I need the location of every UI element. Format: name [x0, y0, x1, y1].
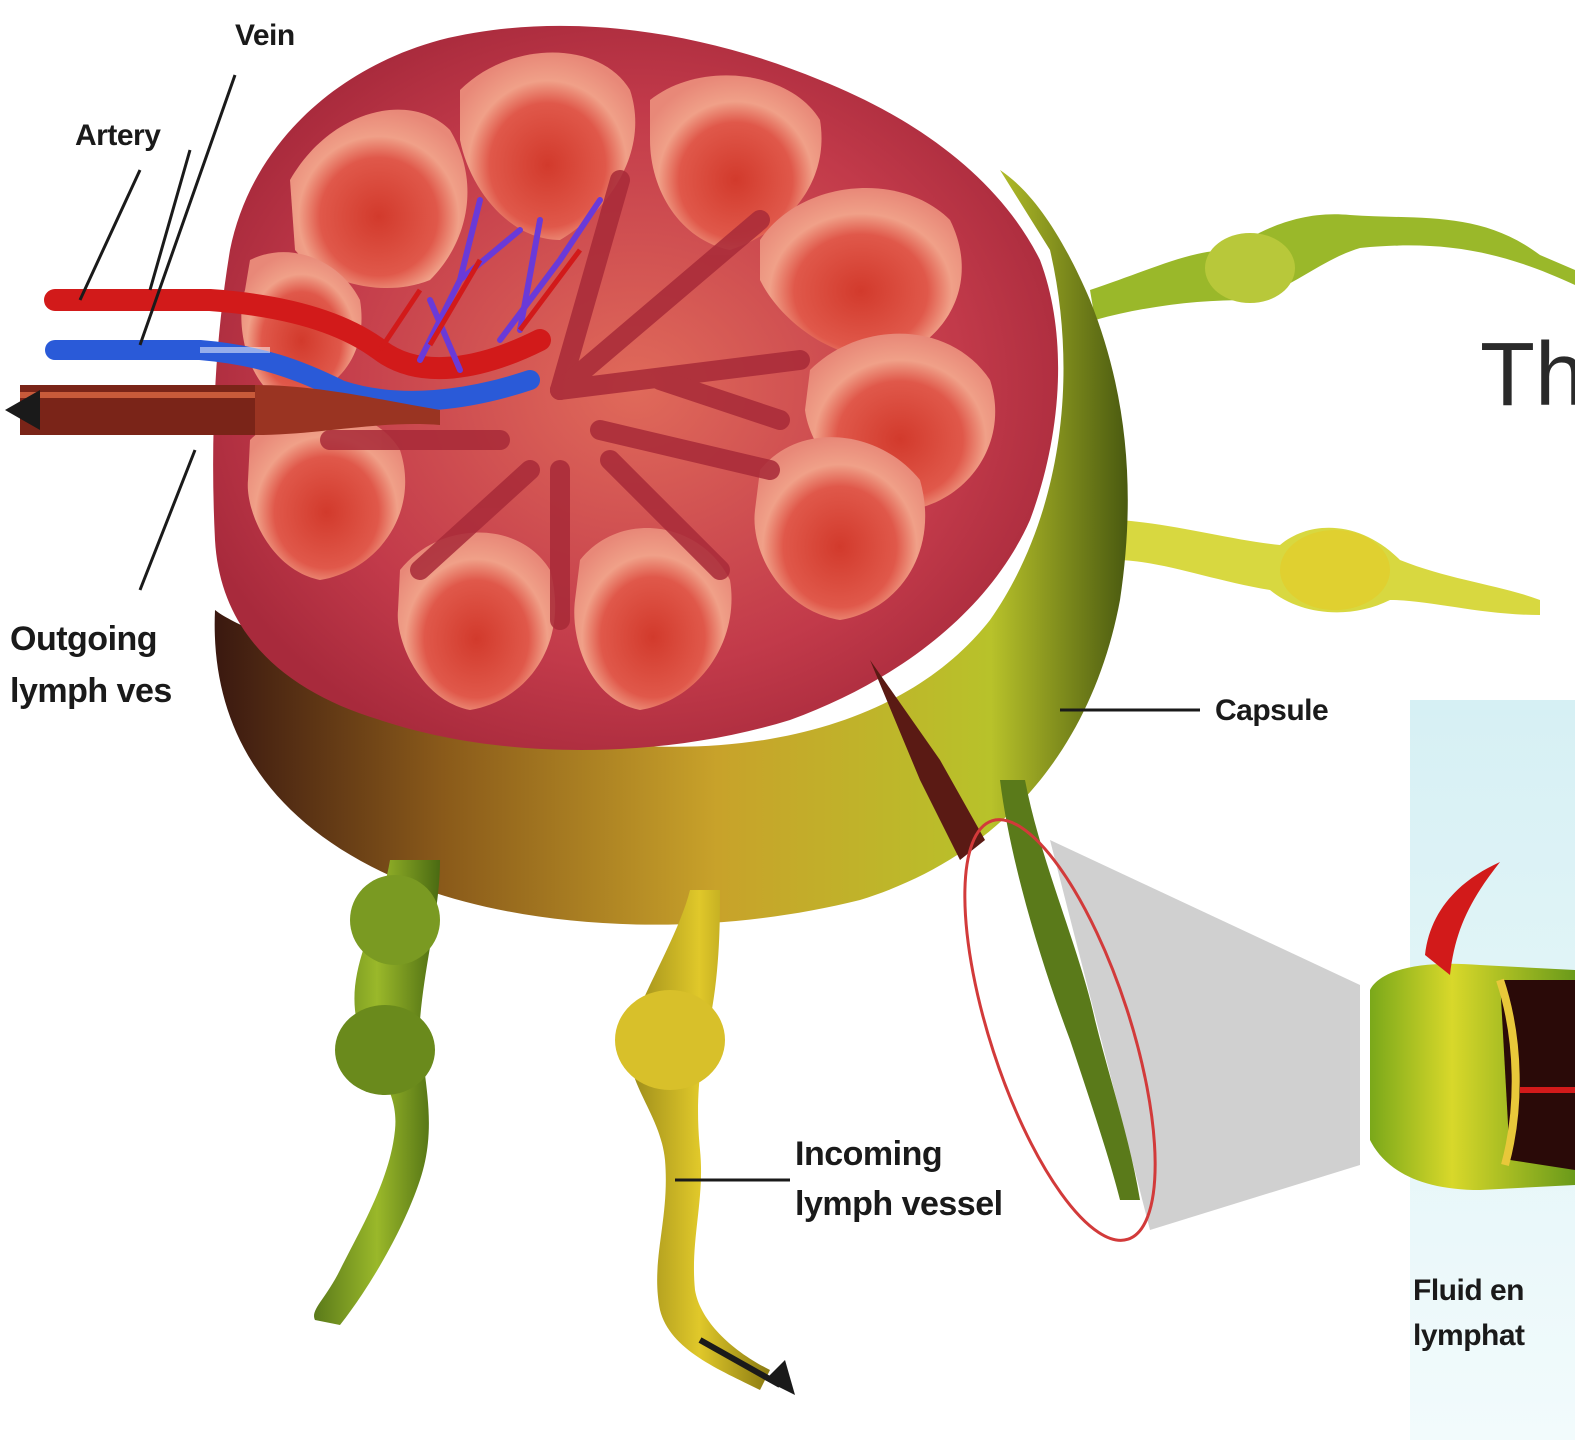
- partial-heading: Th: [1480, 325, 1575, 425]
- label-incoming-line1: Incoming: [795, 1135, 942, 1173]
- label-artery: Artery: [75, 119, 161, 152]
- label-incoming-line2: lymph vessel: [795, 1185, 1003, 1223]
- label-outgoing-line2: lymph ves: [10, 672, 172, 710]
- label-outgoing-line1: Outgoing: [10, 620, 157, 658]
- label-vein: Vein: [235, 19, 295, 52]
- label-fluid-line1: Fluid en: [1413, 1274, 1524, 1307]
- label-fluid-line2: lymphat: [1413, 1319, 1525, 1352]
- label-capsule: Capsule: [1215, 694, 1328, 727]
